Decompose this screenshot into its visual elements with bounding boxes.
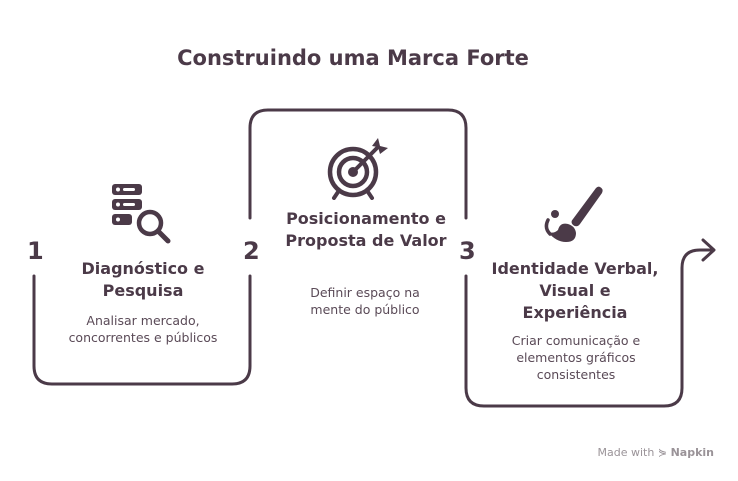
step-1-title: Diagnóstico e Pesquisa: [81, 259, 205, 300]
step-2-bracket: [248, 108, 468, 220]
step-3-bracket: [464, 248, 714, 408]
paintbrush-icon: [542, 184, 606, 250]
napkin-brand-label: Napkin: [670, 446, 714, 459]
napkin-watermark[interactable]: Made with ⋟ Napkin: [598, 446, 714, 459]
page-title: Construindo uma Marca Forte: [177, 46, 529, 70]
step-3-description: Criar comunicação e elementos gráficos c…: [511, 333, 641, 382]
step-1-description: Analisar mercado, concorrentes e público…: [68, 313, 218, 345]
step-2-title: Posicionamento e Proposta de Valor: [285, 209, 447, 250]
step-1-number: 1: [27, 237, 44, 265]
step-2-number: 2: [243, 237, 260, 265]
target-arrow-icon: [326, 134, 392, 204]
step-3-title: Identidade Verbal, Visual e Experiência: [491, 259, 659, 322]
arrow-head-icon: [701, 238, 716, 262]
step-3-number: 3: [459, 237, 476, 265]
made-with-label: Made with: [597, 446, 655, 459]
napkin-logo-icon: ⋟: [657, 446, 668, 459]
server-search-icon: [110, 182, 174, 250]
step-1-bracket: [32, 274, 252, 386]
step-2-description: Definir espaço na mente do público: [310, 285, 420, 317]
